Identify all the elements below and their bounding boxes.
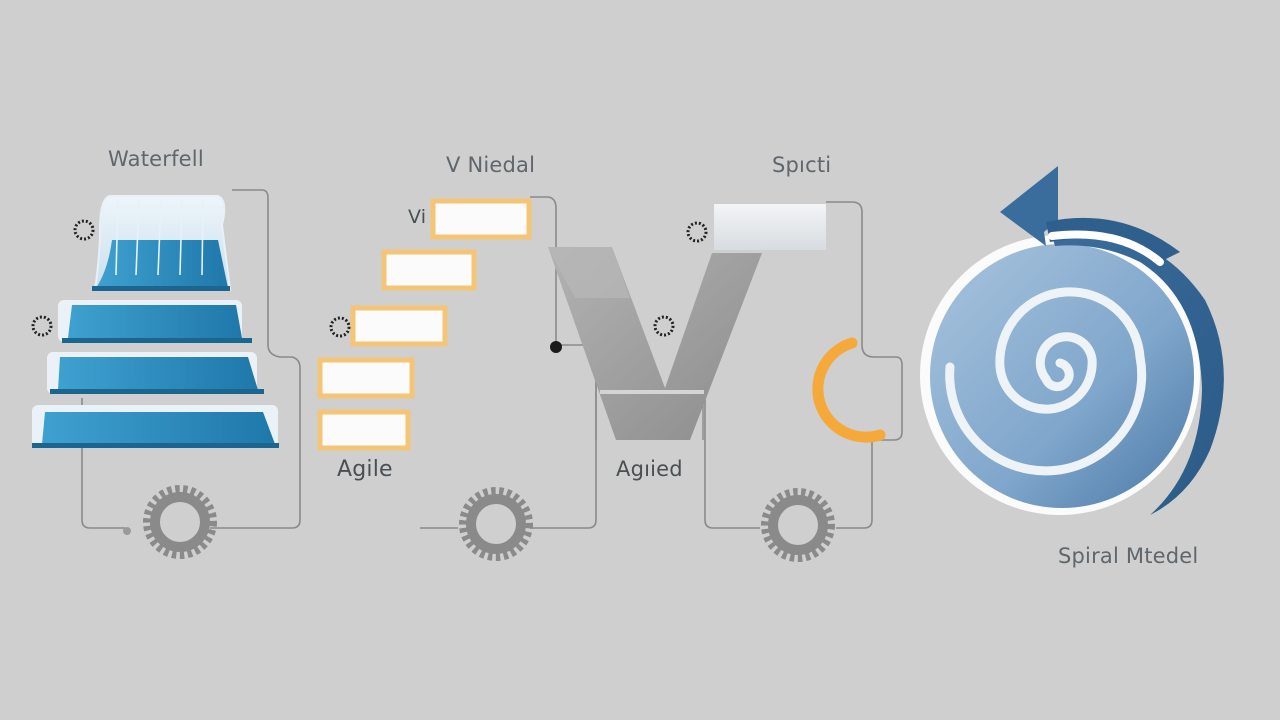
agile-label: Agile bbox=[337, 457, 393, 482]
agiled-label: Agıied bbox=[616, 457, 683, 481]
gear-icon bbox=[768, 495, 828, 555]
spiral-model-title: Spiral Mtedel bbox=[1058, 544, 1199, 568]
v-model-box-5 bbox=[317, 409, 411, 451]
gear-icon bbox=[466, 494, 526, 554]
waterfall-connector bbox=[210, 189, 301, 529]
v-shape-group bbox=[548, 201, 903, 555]
connector-node bbox=[550, 341, 562, 353]
waterfall-step-2 bbox=[68, 305, 242, 338]
spiral-group bbox=[920, 166, 1224, 516]
spiral-disc bbox=[930, 244, 1194, 508]
v-top-bar bbox=[714, 204, 826, 250]
waterfall-step-4 bbox=[42, 412, 275, 444]
small-gear-icon bbox=[31, 315, 53, 337]
spiral-v-title: Spıcti bbox=[772, 153, 832, 177]
waterfall-group bbox=[31, 189, 301, 552]
v-model-boxes bbox=[317, 198, 532, 451]
v-model-title: V Niedal bbox=[446, 153, 536, 177]
v-model-prefix: Vi bbox=[408, 206, 427, 228]
small-gear-icon bbox=[73, 219, 95, 241]
gear-icon bbox=[150, 492, 210, 552]
v-model-box-1 bbox=[430, 198, 532, 240]
waterfall-title: Waterfell bbox=[108, 147, 204, 171]
small-gear-icon bbox=[329, 316, 351, 338]
spiral-arrow-icon bbox=[1052, 233, 1224, 516]
waterfall-step-3 bbox=[58, 357, 258, 390]
spiral-groove bbox=[945, 287, 1147, 476]
v-model-group bbox=[317, 196, 602, 554]
cycle-arc-icon bbox=[812, 337, 886, 443]
v-model-box-3 bbox=[350, 305, 448, 347]
small-gear-icon bbox=[653, 315, 675, 337]
small-gear-icon bbox=[686, 221, 708, 243]
v-model-box-2 bbox=[381, 249, 477, 291]
v-model-box-4 bbox=[317, 357, 415, 399]
